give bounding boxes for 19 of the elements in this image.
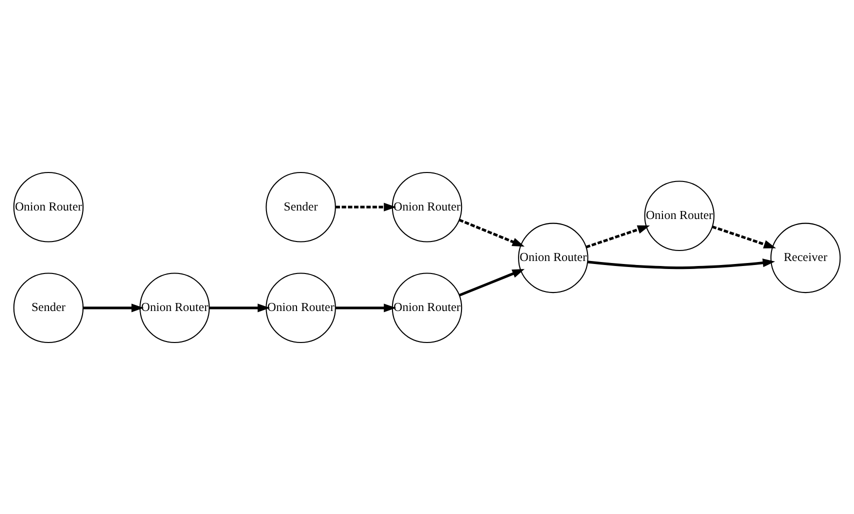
- arrow: [210, 303, 270, 312]
- node-circle: Onion Router: [392, 272, 462, 343]
- arrow: [586, 224, 650, 248]
- node-circle: Receiver: [770, 222, 841, 293]
- arrow: [458, 268, 525, 296]
- arrow: [336, 303, 396, 312]
- node-circle: Onion Router: [266, 272, 336, 343]
- node-circle: Sender: [266, 171, 336, 242]
- arrow: [712, 224, 776, 248]
- node-circle: Sender: [13, 272, 84, 343]
- node-circle: Onion Router: [644, 180, 714, 251]
- node-circle: Onion Router: [13, 171, 84, 242]
- arrow: [587, 258, 776, 269]
- arrow: [458, 218, 525, 246]
- node-circle: Onion Router: [518, 222, 588, 293]
- arrow: [336, 202, 396, 211]
- node-circle: Onion Router: [392, 171, 462, 242]
- node-circle: Onion Router: [140, 272, 210, 343]
- arrow: [83, 303, 144, 312]
